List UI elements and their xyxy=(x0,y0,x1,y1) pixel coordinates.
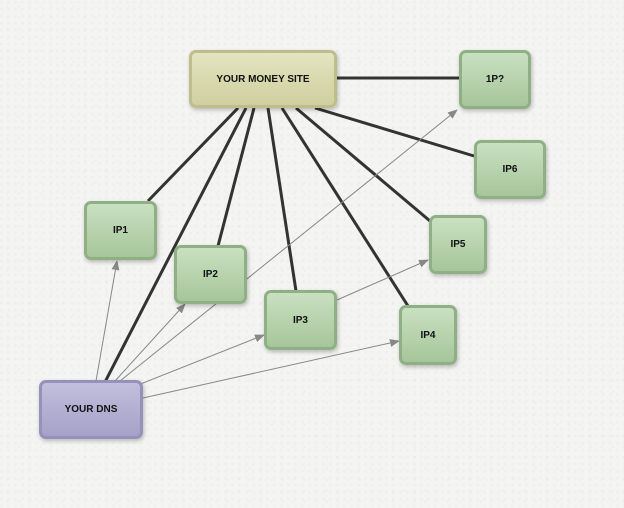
node-money-site[interactable]: YOUR MONEY SITE xyxy=(189,50,337,108)
link-money-ip1 xyxy=(146,106,240,203)
node-ip7-label: 1P? xyxy=(485,74,505,85)
link-money-ip6 xyxy=(314,106,475,158)
node-ip5-label: IP5 xyxy=(450,239,466,250)
link-money-ip3 xyxy=(266,107,298,292)
node-dns-label: YOUR DNS xyxy=(64,404,118,415)
node-ip5[interactable]: IP5 xyxy=(429,215,487,274)
node-ip2[interactable]: IP2 xyxy=(174,245,247,304)
node-ip3[interactable]: IP3 xyxy=(264,290,337,350)
node-ip1-label: IP1 xyxy=(112,225,128,236)
node-ip4[interactable]: IP4 xyxy=(399,305,457,365)
arrow-dns-ip2 xyxy=(114,303,186,382)
node-ip3-label: IP3 xyxy=(292,314,308,326)
node-ip6[interactable]: IP6 xyxy=(474,140,546,199)
link-money-ip2 xyxy=(216,107,256,247)
node-ip4-label: IP4 xyxy=(420,329,436,341)
node-dns[interactable]: YOUR DNS xyxy=(39,380,143,439)
arrow-dns-ip7 xyxy=(119,109,458,382)
node-ip6-label: IP6 xyxy=(502,164,518,175)
node-ip1[interactable]: IP1 xyxy=(84,201,157,260)
link-money-dns xyxy=(103,107,248,383)
arrow-ip3-ip5 xyxy=(336,259,429,301)
node-money-site-label: YOUR MONEY SITE xyxy=(216,73,310,85)
node-ip2-label: IP2 xyxy=(202,269,218,280)
node-ip7[interactable]: 1P? xyxy=(459,50,531,109)
link-money-ip5 xyxy=(295,106,431,223)
arrow-dns-ip4 xyxy=(142,339,400,399)
link-money-ip4 xyxy=(280,107,410,307)
arrow-dns-ip1 xyxy=(95,260,120,382)
arrow-dns-ip3 xyxy=(137,334,265,386)
